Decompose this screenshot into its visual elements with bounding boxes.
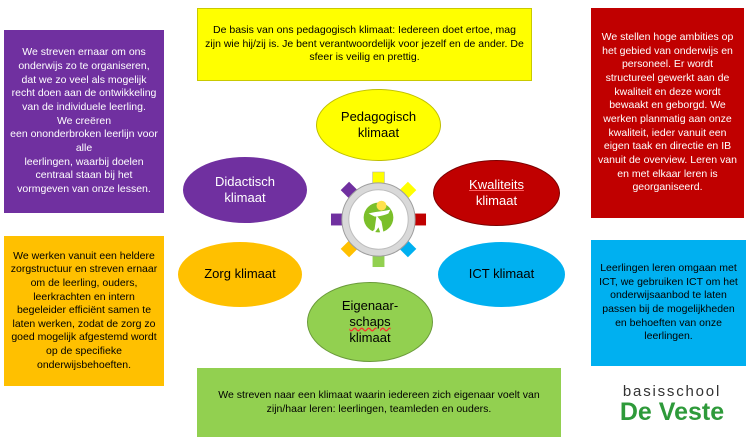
ownership-description-box: We streven naar een klimaat waarin ieder…: [197, 368, 561, 437]
purple-description-box: We streven ernaar om ons onderwijs zo te…: [4, 30, 164, 213]
eigenaarschaps-klimaat-label: Eigenaar- schaps klimaat: [342, 298, 398, 347]
kwaliteits-klimaat-label: Kwaliteits klimaat: [469, 177, 524, 210]
care-description-text: We werken vanuit een heldere zorgstructu…: [10, 249, 158, 371]
ict-description-box: Leerlingen leren omgaan met ICT, we gebr…: [591, 240, 746, 366]
eigenaarschaps-line-3: klimaat: [349, 330, 391, 346]
ict-klimaat-label: ICT klimaat: [468, 266, 535, 282]
pedagogical-basis-box: De basis van ons pedagogisch klimaat: Ie…: [197, 8, 532, 81]
person-icon: [363, 200, 394, 235]
eigenaarschaps-line-2: schaps: [349, 313, 391, 329]
kwaliteits-word: Kwaliteits: [469, 176, 524, 192]
quality-description-box: We stellen hoge ambities op het gebied v…: [591, 8, 744, 218]
gear-with-person-icon: [330, 171, 427, 268]
logo-line-2: De Veste: [619, 398, 725, 426]
kwaliteits-klimaat-ellipse: Kwaliteits klimaat: [433, 160, 560, 226]
eigenaarschaps-line-1: Eigenaar-: [341, 297, 399, 313]
eigenaarschaps-klimaat-ellipse: Eigenaar- schaps klimaat: [307, 282, 433, 362]
pedagogisch-klimaat-label: Pedagogisch klimaat: [340, 108, 417, 140]
ownership-description-text: We streven naar een klimaat waarin ieder…: [218, 388, 540, 415]
didactisch-klimaat-ellipse: Didactisch klimaat: [183, 157, 307, 223]
didactisch-klimaat-label: Didactisch klimaat: [215, 173, 275, 205]
purple-description-text: We streven ernaar om ons onderwijs zo te…: [10, 46, 158, 195]
care-description-box: We werken vanuit een heldere zorgstructu…: [4, 236, 164, 386]
kwaliteits-rest: klimaat: [475, 193, 518, 208]
pedagogical-basis-text: De basis van ons pedagogisch klimaat: Ie…: [205, 24, 524, 64]
zorg-klimaat-label: Zorg klimaat: [204, 266, 276, 282]
ict-description-text: Leerlingen leren omgaan met ICT, we gebr…: [599, 262, 738, 343]
quality-description-text: We stellen hoge ambities op het gebied v…: [598, 31, 737, 194]
zorg-klimaat-ellipse: Zorg klimaat: [178, 242, 302, 307]
school-logo: basisschool De Veste: [602, 383, 742, 435]
ict-klimaat-ellipse: ICT klimaat: [438, 242, 565, 307]
pedagogisch-klimaat-ellipse: Pedagogisch klimaat: [316, 89, 441, 161]
logo-line-1: basisschool: [622, 383, 722, 400]
